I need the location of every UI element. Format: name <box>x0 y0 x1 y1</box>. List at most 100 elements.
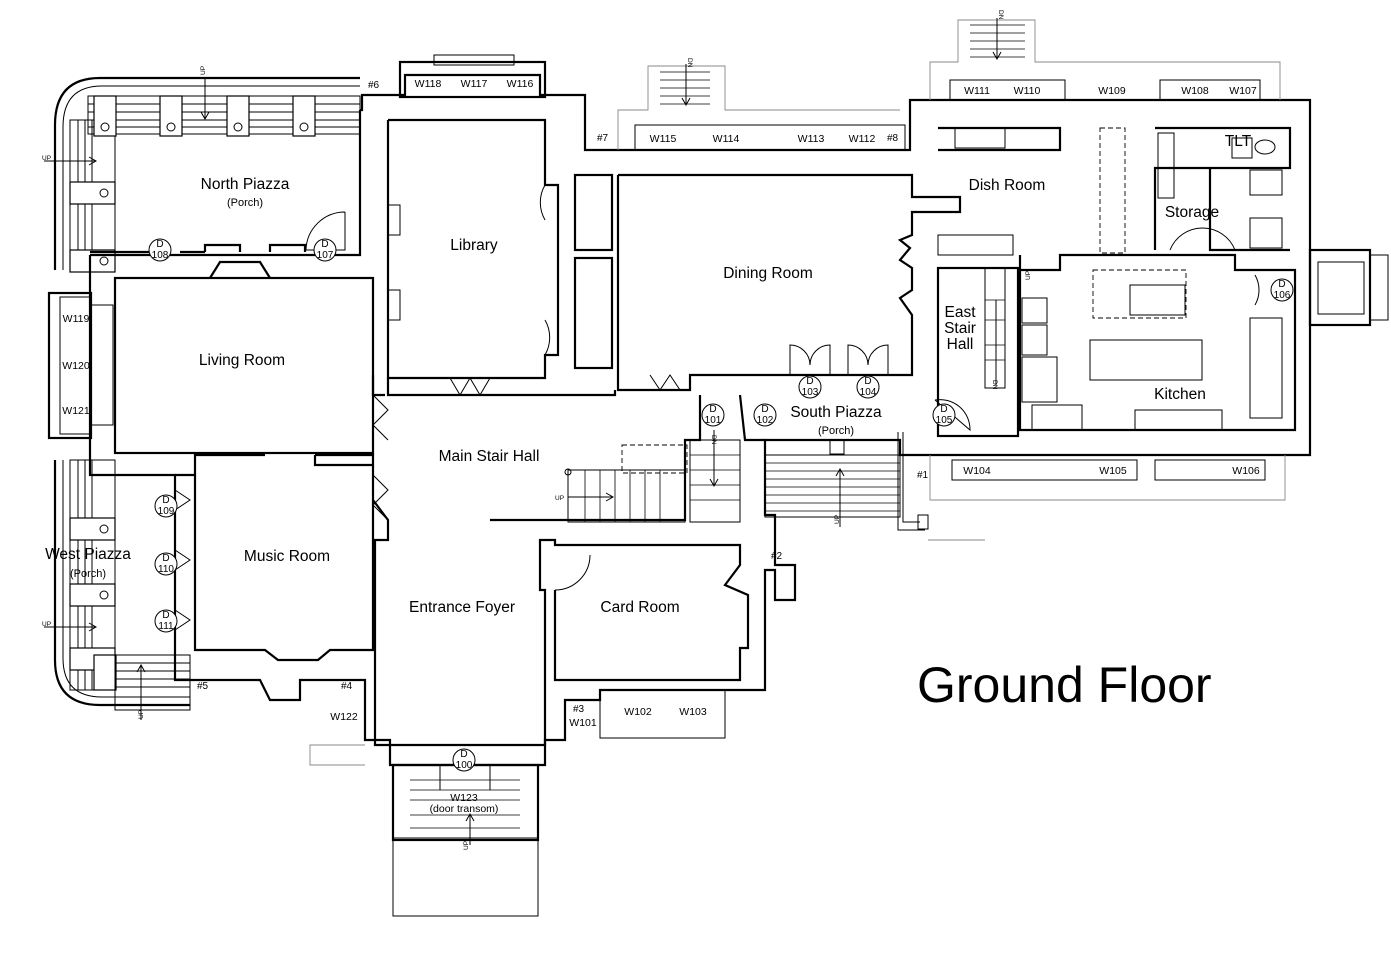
stair-up-east: UP <box>1025 271 1032 280</box>
window-label-w103: W103 <box>679 706 707 718</box>
room-label-storage: Storage <box>1165 204 1219 221</box>
window-label-w120: W120 <box>62 360 90 372</box>
room-label-dining-room: Dining Room <box>723 265 813 282</box>
room-label-living-room: Living Room <box>199 352 285 369</box>
svg-text:D: D <box>156 239 163 250</box>
svg-text:D: D <box>864 376 871 387</box>
window-label-w101: W101 <box>569 717 597 729</box>
svg-text:102: 102 <box>757 415 774 426</box>
room-label-kitchen: Kitchen <box>1154 386 1206 403</box>
window-label-w123: W123 <box>450 792 478 804</box>
svg-text:109: 109 <box>158 506 175 517</box>
marker-4: #4 <box>341 681 353 692</box>
window-label-w116: W116 <box>507 78 534 90</box>
window-label-w107: W107 <box>1229 85 1257 97</box>
south-steps <box>764 432 1286 541</box>
svg-text:103: 103 <box>802 387 819 398</box>
svg-text:D: D <box>761 404 768 415</box>
svg-text:D: D <box>162 610 169 621</box>
east-stair <box>984 267 1006 389</box>
marker-5: #5 <box>197 681 209 692</box>
room-label-north-piazza: North Piazza <box>201 176 290 193</box>
marker-8: #8 <box>887 133 899 144</box>
window-label-w122: W122 <box>330 711 358 723</box>
room-sublabel-north-piazza: (Porch) <box>227 197 263 209</box>
svg-text:D: D <box>162 553 169 564</box>
room-label-east-stair-line3: Hall <box>947 336 974 353</box>
svg-text:106: 106 <box>1274 290 1291 301</box>
window-label-w117: W117 <box>461 78 488 90</box>
svg-text:D: D <box>709 404 716 415</box>
room-label-east-stair-line2: Stair <box>944 320 976 337</box>
room-label-tlt: TLT <box>1225 133 1252 150</box>
stair-up-entrance: UP <box>463 841 470 850</box>
stair-up-main: UP <box>555 495 564 502</box>
svg-text:105: 105 <box>936 415 953 426</box>
marker-1: #1 <box>917 470 929 481</box>
room-label-music-room: Music Room <box>244 548 330 565</box>
window-label-w123-note: (door transom) <box>430 803 499 815</box>
kitchen-fixtures <box>937 127 1283 431</box>
room-sublabel-south-piazza: (Porch) <box>818 425 854 437</box>
svg-text:108: 108 <box>152 250 169 261</box>
room-label-east-stair-line1: East <box>944 304 976 321</box>
stair-dn-northeast: DN <box>997 10 1004 20</box>
exterior-walls <box>88 73 1312 767</box>
door-swings <box>174 184 1260 790</box>
svg-text:D: D <box>460 749 467 760</box>
room-label-main-stair-hall: Main Stair Hall <box>439 448 540 465</box>
window-label-w102: W102 <box>624 706 652 718</box>
svg-text:D: D <box>321 239 328 250</box>
window-label-w110: W110 <box>1014 85 1041 97</box>
room-label-dish-room: Dish Room <box>969 177 1046 194</box>
entrance-steps <box>309 689 726 917</box>
stair-up-south: UP <box>834 515 841 524</box>
window-label-w113: W113 <box>798 133 825 145</box>
window-label-w114: W114 <box>713 133 740 145</box>
window-label-w108: W108 <box>1181 85 1209 97</box>
room-label-card-room: Card Room <box>600 599 679 616</box>
svg-text:D: D <box>1278 279 1285 290</box>
window-label-w105: W105 <box>1099 465 1127 477</box>
window-label-w121: W121 <box>62 405 90 417</box>
floor-title: Ground Floor <box>917 657 1212 713</box>
svg-text:D: D <box>806 376 813 387</box>
window-label-w109: W109 <box>1098 85 1126 97</box>
west-north-porch-structure <box>44 76 361 720</box>
marker-6: #6 <box>368 80 380 91</box>
stair-dn-east: DN <box>991 380 998 390</box>
marker-2: #2 <box>771 551 783 562</box>
stair-up-west-south: UP <box>42 621 51 628</box>
room-sublabel-west-piazza: (Porch) <box>70 568 106 580</box>
room-label-west-piazza: West Piazza <box>45 546 131 563</box>
window-label-w104: W104 <box>963 465 991 477</box>
stair-up-west-north: UP <box>42 155 51 162</box>
stair-dn-main: DN <box>710 435 717 445</box>
svg-text:101: 101 <box>705 415 722 426</box>
interior-walls <box>90 118 1389 747</box>
main-stair <box>564 430 741 523</box>
svg-text:107: 107 <box>317 250 334 261</box>
window-label-w118: W118 <box>415 78 442 90</box>
window-label-w106: W106 <box>1232 465 1260 477</box>
room-label-south-piazza: South Piazza <box>790 404 882 421</box>
window-label-w112: W112 <box>849 133 876 145</box>
svg-text:D: D <box>940 404 947 415</box>
svg-text:110: 110 <box>158 564 174 575</box>
room-label-library: Library <box>450 237 498 254</box>
svg-text:D: D <box>162 495 169 506</box>
marker-3: #3 <box>573 704 585 715</box>
svg-text:100: 100 <box>456 760 473 771</box>
